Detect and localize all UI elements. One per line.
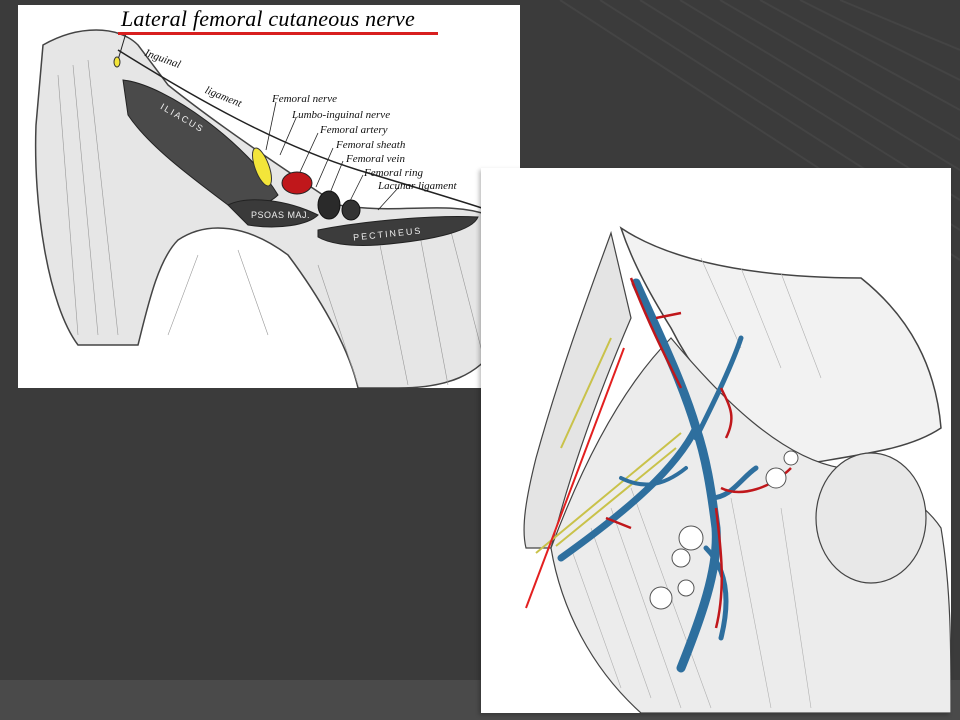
label-femoral-sheath: Femoral sheath	[336, 139, 406, 151]
nerve-lines	[535, 337, 682, 554]
label-lumbo-inguinal-nerve: Lumbo-inguinal nerve	[292, 109, 391, 121]
diagram-thigh-dissection	[481, 168, 951, 713]
label-femoral-nerve: Femoral nerve	[272, 93, 338, 105]
label-psoas-maj: PSOAS MAJ.	[251, 210, 311, 220]
label-femoral-ring: Femoral ring	[364, 167, 423, 179]
title-underline	[118, 32, 438, 35]
dissection-drawing	[523, 226, 951, 713]
diagram-inguinal-cross-section: Lateral femoral cutaneous nerve Inguinal…	[18, 5, 520, 388]
label-femoral-vein: Femoral vein	[346, 153, 405, 165]
vein-network	[557, 278, 759, 673]
pointer-line	[525, 347, 625, 609]
femoral-artery-highlight	[281, 171, 313, 195]
femoral-nerve-highlight	[252, 147, 272, 187]
cross-section-drawing	[34, 29, 512, 388]
label-lacunar-ligament: Lacunar ligament	[378, 180, 457, 192]
diagram-title: Lateral femoral cutaneous nerve	[121, 6, 415, 31]
label-femoral-artery: Femoral artery	[320, 124, 388, 136]
